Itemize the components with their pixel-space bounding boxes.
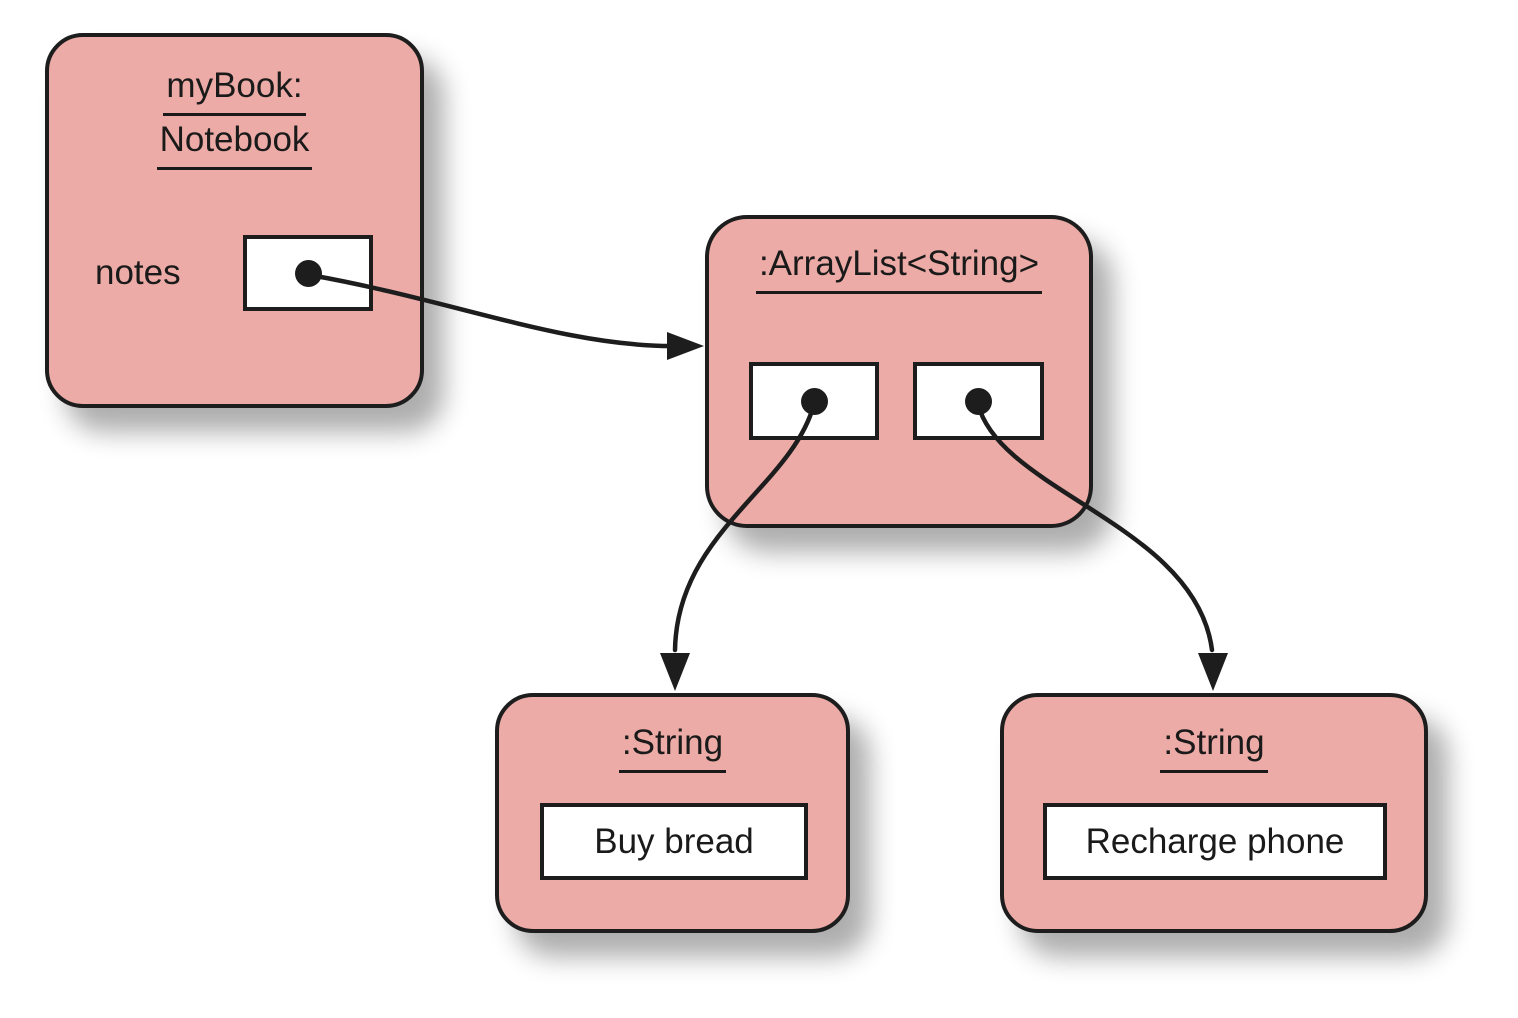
object-string-title: :String xyxy=(499,719,846,773)
reference-dot xyxy=(965,387,992,415)
reference-slot-1 xyxy=(913,362,1044,440)
reference-slot-0 xyxy=(749,362,879,440)
object-string-buy-bread: :String Buy bread xyxy=(495,693,850,933)
object-class-label: :String xyxy=(618,719,727,773)
arrowhead-into-arraylist xyxy=(667,332,704,360)
arrowhead-into-string-right xyxy=(1198,653,1228,691)
field-label-notes: notes xyxy=(95,253,181,292)
object-name-label: myBook: xyxy=(163,62,306,116)
reference-dot xyxy=(800,387,828,415)
object-class-label: :String xyxy=(1160,719,1268,773)
object-notebook-title: myBook: Notebook xyxy=(49,62,420,170)
reference-slot-notes xyxy=(243,235,373,311)
object-class-label: :ArrayList<String> xyxy=(755,240,1043,294)
object-string-title: :String xyxy=(1004,719,1424,773)
object-string-recharge-phone: :String Recharge phone xyxy=(1000,693,1428,933)
object-class-label: Notebook xyxy=(156,116,313,170)
string-value-box: Buy bread xyxy=(540,803,808,880)
string-value-box: Recharge phone xyxy=(1043,803,1387,880)
object-arraylist: :ArrayList<String> xyxy=(705,215,1093,528)
reference-dot xyxy=(294,259,322,287)
object-notebook: myBook: Notebook notes xyxy=(45,33,424,408)
object-arraylist-title: :ArrayList<String> xyxy=(709,240,1089,294)
arrowhead-into-string-left xyxy=(660,653,690,691)
